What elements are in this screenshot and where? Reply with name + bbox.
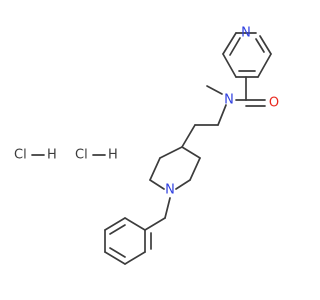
bond-pip-6 [159, 146, 183, 159]
bond-n-chain [217, 104, 227, 126]
bond-n-methyl [206, 85, 223, 95]
bond-pyr-2b [229, 37, 241, 56]
bond-bz-5 [104, 217, 126, 231]
pyridine-nitrogen-label: N [241, 26, 251, 41]
bond-bz-3 [104, 251, 126, 265]
bond-pip-5 [149, 157, 161, 181]
salt-2-chlorine: Cl [75, 148, 88, 163]
bond-pyr-6 [259, 35, 272, 55]
bond-bz-2 [124, 251, 146, 265]
bond-n-benzyl [164, 197, 171, 219]
amide-nitrogen-label: N [224, 93, 234, 108]
salt-1-chlorine: Cl [14, 148, 27, 163]
bond-pyr-3 [222, 53, 237, 78]
bond-pip-4 [149, 179, 165, 190]
bond-pip-2 [189, 157, 201, 181]
bonds [31, 32, 272, 265]
bond-pyr-6b [255, 38, 265, 53]
bond-benzyl-ring [144, 217, 166, 231]
amide-oxygen-label: O [269, 96, 279, 111]
bond-pyr-2 [222, 32, 237, 55]
piperidine-nitrogen-label: N [165, 183, 175, 198]
bond-bz-5b [109, 224, 126, 235]
chemical-structure-diagram: N O N N Cl H Cl H [14, 26, 279, 265]
bond-bz-6 [124, 217, 146, 231]
bond-pip-3 [175, 179, 191, 190]
salt-2-hydrogen: H [108, 148, 118, 163]
bond-bz-3b [109, 247, 126, 258]
salt-1-hydrogen: H [47, 148, 57, 163]
bond-chain-2 [181, 124, 196, 148]
bond-pip-1 [181, 146, 201, 159]
bond-pyr-5 [257, 53, 272, 78]
